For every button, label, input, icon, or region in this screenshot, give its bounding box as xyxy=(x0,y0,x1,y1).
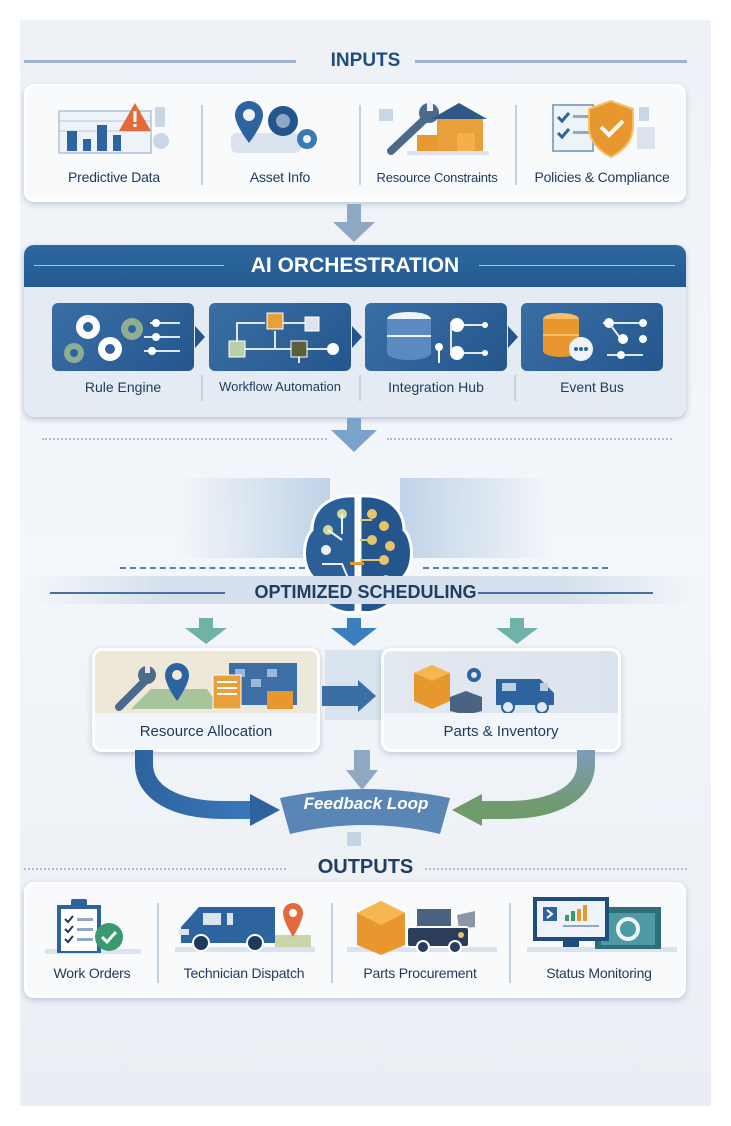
input-predictive-data: Predictive Data xyxy=(27,87,201,199)
divider xyxy=(331,903,333,983)
flow-arrow-down-icon xyxy=(333,222,375,242)
divider xyxy=(157,903,159,983)
feedback-loop-label: Feedback Loop xyxy=(303,794,429,813)
output-label: Work Orders xyxy=(53,965,131,981)
inputs-title-text: INPUTS xyxy=(330,50,401,71)
scheduling-item-label: Resource Allocation xyxy=(139,723,273,740)
divider xyxy=(359,105,361,185)
scheduling-band xyxy=(34,576,694,604)
diagram-canvas: INPUTS Predictive Data As xyxy=(20,20,711,1106)
inputs-rule-left xyxy=(24,60,296,63)
flow-arrow-shaft xyxy=(322,686,360,706)
location-gears-icon xyxy=(231,101,317,153)
scheduling-title-text: OPTIMIZED SCHEDULING xyxy=(254,582,477,602)
chevron-right-icon xyxy=(508,326,518,348)
chevron-right-icon xyxy=(195,326,205,348)
tile-event-bus xyxy=(521,303,663,371)
inputs-title: INPUTS xyxy=(20,50,711,72)
flow-arrow-shaft xyxy=(510,618,524,630)
clipboard-check-icon xyxy=(45,899,141,954)
outputs-rule-right xyxy=(425,868,687,870)
workflow-icon xyxy=(228,312,339,363)
divider xyxy=(515,105,517,185)
dotted-rule-left xyxy=(42,438,327,440)
outputs-title-text: OUTPUTS xyxy=(317,856,414,878)
boxes-van-icon xyxy=(414,665,554,713)
feedback-loop-arrows-icon xyxy=(135,750,595,834)
divider xyxy=(201,105,203,185)
flow-arrow-shaft xyxy=(347,832,361,846)
database-chat-icon xyxy=(543,313,647,361)
scheduling-item-label: Parts & Inventory xyxy=(443,723,559,740)
divider xyxy=(201,375,203,401)
gears-icon xyxy=(64,315,180,363)
checklist-shield-icon xyxy=(552,99,655,159)
header-rule-left xyxy=(34,265,224,266)
center-channel xyxy=(325,650,385,720)
output-status-monitoring: Status Monitoring xyxy=(509,885,689,995)
scheduling-rule-right xyxy=(478,592,653,594)
tile-workflow-automation xyxy=(209,303,351,371)
resource-allocation-card: Resource Allocation xyxy=(92,648,320,752)
flow-arrow-shaft xyxy=(347,204,361,224)
outputs-card: Work Orders Technician Dispatch xyxy=(24,882,686,998)
tile-label: Event Bus xyxy=(560,379,624,395)
wrench-map-calendar-icon xyxy=(115,663,297,711)
inputs-rule-right xyxy=(415,60,687,63)
output-parts-procurement: Parts Procurement xyxy=(331,885,509,995)
flow-arrow-shaft xyxy=(347,618,361,630)
flow-arrow-down-icon xyxy=(496,628,538,644)
input-label: Policies & Compliance xyxy=(534,169,670,185)
scheduling-title: OPTIMIZED SCHEDULING xyxy=(20,582,711,603)
input-label: Predictive Data xyxy=(68,169,160,185)
divider xyxy=(509,903,511,983)
dashed-stream-left xyxy=(120,567,305,569)
input-policies-compliance: Policies & Compliance xyxy=(515,87,689,199)
output-technician-dispatch: Technician Dispatch xyxy=(157,885,331,995)
box-truck-icon xyxy=(347,901,497,955)
flow-arrow-down-icon xyxy=(331,430,377,452)
orchestration-panel: AI ORCHESTRATION xyxy=(24,245,686,417)
flow-arrow-down-icon xyxy=(331,628,377,646)
flow-arrow-shaft xyxy=(199,618,213,630)
wrench-warehouse-icon xyxy=(379,101,489,155)
divider xyxy=(359,375,361,401)
input-label: Asset Info xyxy=(249,169,311,185)
divider xyxy=(514,375,516,401)
input-label: Resource Constraints xyxy=(376,170,498,185)
output-label: Status Monitoring xyxy=(546,965,652,981)
output-label: Parts Procurement xyxy=(363,965,477,981)
outputs-title: OUTPUTS xyxy=(20,856,711,879)
tile-label: Rule Engine xyxy=(84,379,162,395)
tile-rule-engine xyxy=(52,303,194,371)
orchestration-title: AI ORCHESTRATION xyxy=(250,254,460,277)
tile-label: Integration Hub xyxy=(388,379,484,395)
inputs-card: Predictive Data Asset Info Res xyxy=(24,84,686,202)
header-rule-right xyxy=(479,265,675,266)
output-label: Technician Dispatch xyxy=(183,965,305,981)
monitor-dashboard-icon xyxy=(527,897,677,952)
tile-label: Workflow Automation xyxy=(219,379,341,394)
tile-integration-hub xyxy=(365,303,507,371)
van-location-icon xyxy=(175,903,315,952)
dotted-rule-right xyxy=(387,438,672,440)
input-resource-constraints: Resource Constraints xyxy=(359,87,515,199)
database-nodes-icon xyxy=(387,312,488,363)
chevron-right-icon xyxy=(352,326,362,348)
data-streams-right xyxy=(400,478,550,558)
dashed-stream-right xyxy=(423,567,608,569)
output-work-orders: Work Orders xyxy=(27,885,157,995)
input-asset-info: Asset Info xyxy=(201,87,359,199)
flow-arrow-right-icon xyxy=(358,680,376,712)
scheduling-rule-left xyxy=(50,592,225,594)
flow-arrow-shaft xyxy=(347,418,361,432)
bar-chart-warning-icon xyxy=(58,103,169,154)
outputs-rule-left xyxy=(24,868,286,870)
flow-arrow-down-icon xyxy=(185,628,227,644)
parts-inventory-card: Parts & Inventory xyxy=(381,648,621,752)
orchestration-header: AI ORCHESTRATION xyxy=(24,245,686,287)
